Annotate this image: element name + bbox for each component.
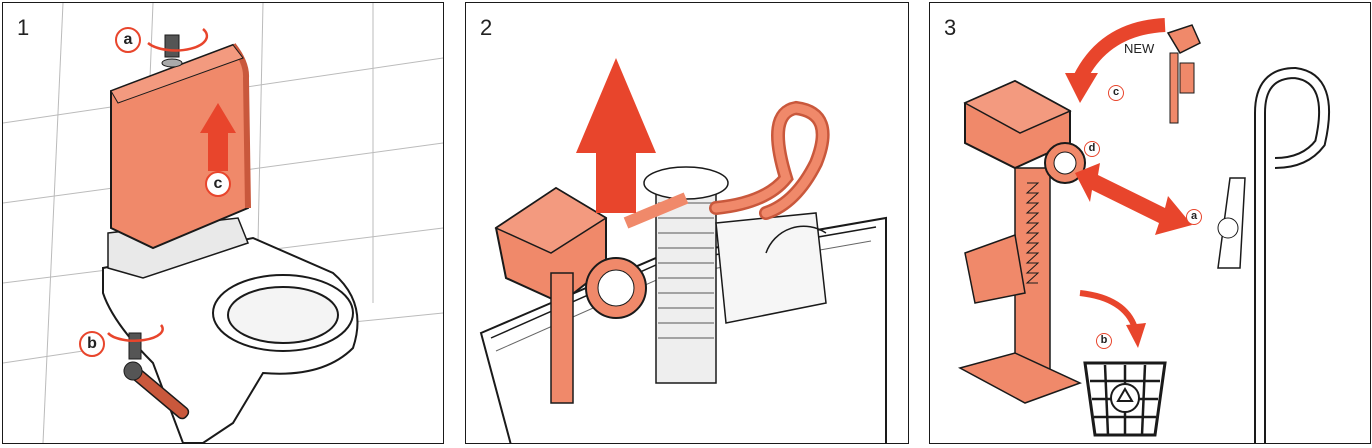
recycle-bin-icon (1083, 361, 1167, 437)
step-2-panel: 2 (465, 2, 909, 444)
step-2-illustration (479, 58, 887, 443)
lift-arrow (200, 103, 236, 171)
step-1-illustration (3, 3, 443, 443)
hose-connector (1217, 177, 1246, 269)
disconnect-arrow (1075, 163, 1192, 235)
discard-arrow (1079, 290, 1138, 330)
tank-cover (110, 43, 251, 250)
step-number: 3 (944, 15, 957, 40)
replace-arrow (1073, 18, 1166, 82)
new-part-label: NEW (1124, 41, 1155, 56)
step-1-label-c: c (205, 171, 231, 197)
step-3-label-d: d (1084, 141, 1100, 157)
step-3-label-c: c (1108, 85, 1124, 101)
hose (1254, 66, 1331, 443)
top-screw (147, 28, 209, 68)
step-3-label-a: a (1186, 209, 1202, 225)
step-3-panel: 3 (929, 2, 1371, 444)
step-number: 2 (480, 15, 493, 40)
bottom-screw (107, 324, 164, 360)
step-1-label-a: a (115, 27, 141, 53)
step-number: 1 (17, 15, 30, 40)
fill-valve (494, 186, 689, 404)
step-3-label-b: b (1096, 333, 1112, 349)
step-1-label-b: b (79, 331, 105, 357)
wrench-icon (123, 361, 190, 420)
step-1-panel: 1 (2, 2, 444, 444)
new-valve (1166, 24, 1201, 124)
old-valve (957, 79, 1086, 404)
step-3-illustration (957, 18, 1331, 443)
inner-mechanism (643, 166, 827, 384)
lift-arrow (576, 58, 656, 213)
